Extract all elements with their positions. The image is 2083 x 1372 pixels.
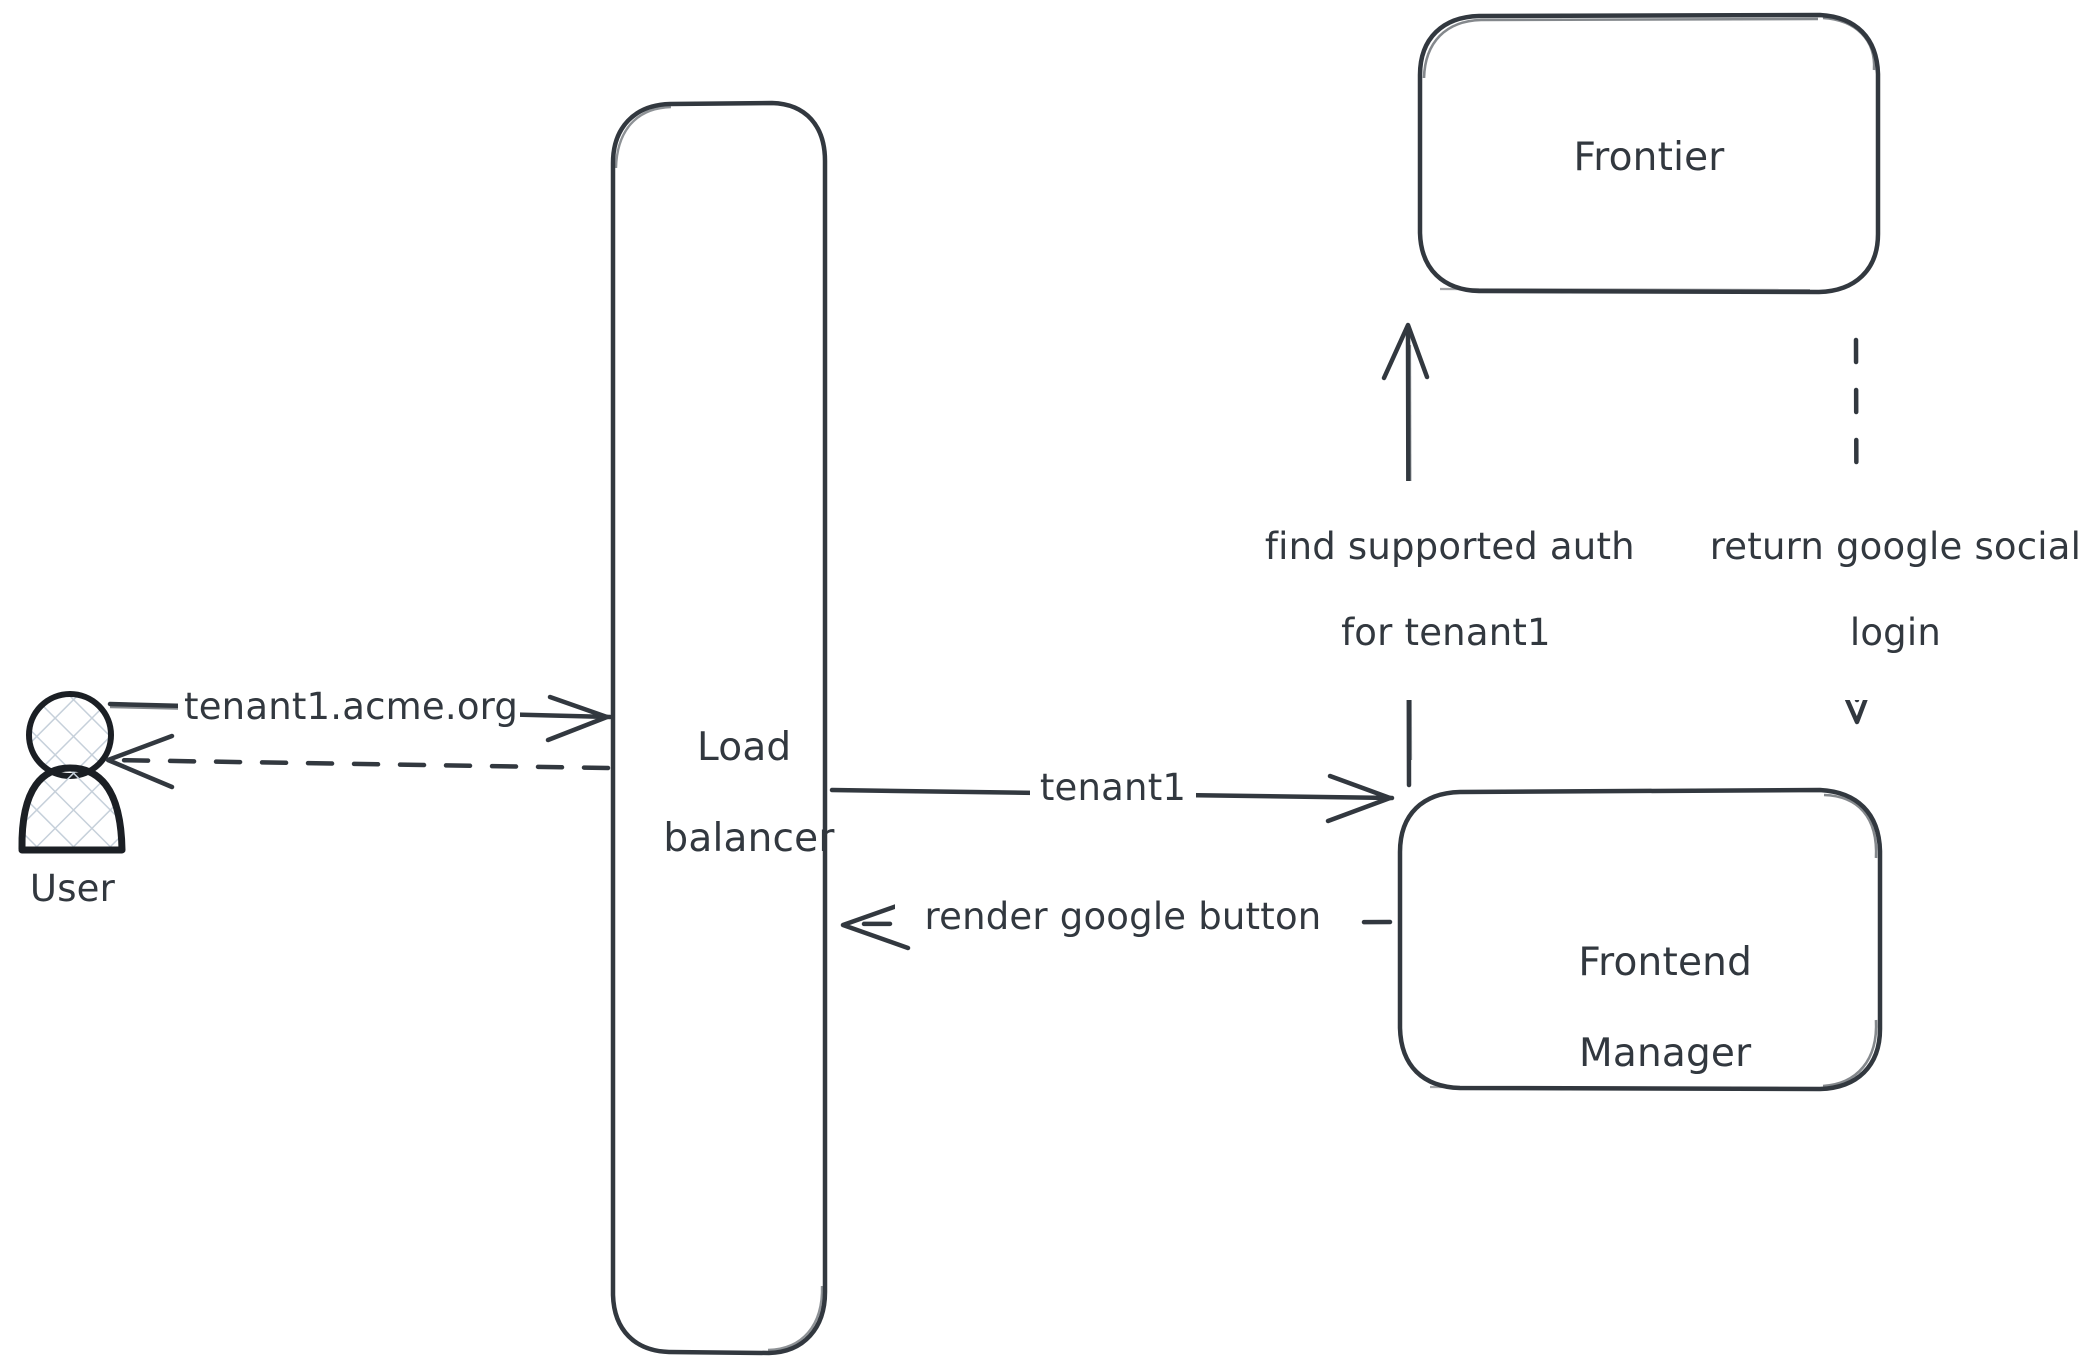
node-frontend-manager[interactable] <box>1397 787 1883 1092</box>
node-label-frontend-manager-line1: Frontend <box>1578 940 1753 986</box>
edge-label-tenant1-acme-org: tenant1.acme.org <box>178 684 520 731</box>
node-load-balancer[interactable] <box>610 100 828 1356</box>
edge-label-return-google-social-login-line2: login <box>1849 610 1941 654</box>
edge-label-find-supported-auth-line1: find supported auth <box>1264 524 1635 568</box>
actor-label-user: User <box>29 867 116 910</box>
edge-label-find-supported-auth: find supported auth for tenant1 <box>1213 481 1635 700</box>
arrowhead-left-icon <box>105 733 175 790</box>
node-label-load-balancer: Load balancer <box>613 680 834 906</box>
node-label-load-balancer-line1: Load <box>697 725 792 771</box>
edge-lb-to-user <box>105 733 611 790</box>
arrowhead-right-icon <box>545 694 610 743</box>
node-frontier[interactable] <box>1417 12 1881 295</box>
node-label-frontend-manager: Frontend Manager <box>1400 895 1880 1121</box>
arrowhead-up-icon <box>1381 322 1430 381</box>
edge-label-tenant1: tenant1 <box>1030 765 1196 812</box>
edge-label-render-google-button: render google button <box>895 894 1351 941</box>
edge-label-return-google-social-login-line1: return google social <box>1709 524 2082 568</box>
edge-label-find-supported-auth-line2: for tenant1 <box>1341 610 1551 654</box>
arrowhead-right-icon <box>1325 773 1393 824</box>
actor-user <box>18 691 126 854</box>
node-label-frontier: Frontier <box>1573 135 1725 180</box>
arrowhead-left-icon <box>840 899 911 951</box>
node-label-frontend-manager-line2: Manager <box>1579 1030 1752 1076</box>
edge-label-return-google-social-login: return google social login <box>1655 481 2083 700</box>
user-body-icon <box>18 764 126 854</box>
node-label-load-balancer-line2: balancer <box>663 815 835 861</box>
